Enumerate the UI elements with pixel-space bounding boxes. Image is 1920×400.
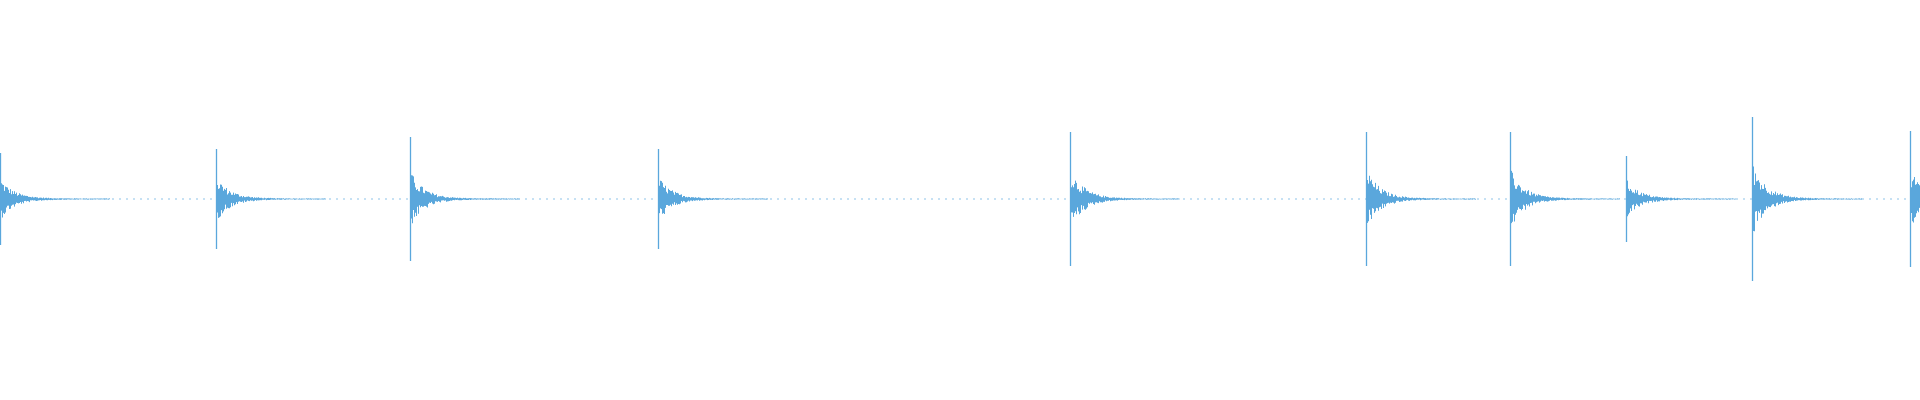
waveform-transient: [0, 153, 110, 245]
waveform-transient: [657, 149, 768, 249]
transient-decay: [1753, 166, 1862, 232]
transient-decay: [217, 184, 326, 218]
waveform-transient: [1069, 132, 1180, 266]
waveform-transient: [215, 149, 326, 249]
waveform-transient: [1365, 132, 1476, 266]
waveform-transient: [1625, 156, 1736, 242]
waveform-transient: [1751, 117, 1862, 281]
transient-decay: [1511, 170, 1620, 224]
transient-decay: [1, 183, 110, 218]
transient-decay: [1071, 180, 1180, 217]
transient-decay: [1367, 175, 1476, 223]
transient-decay: [1627, 180, 1736, 217]
transient-decay: [411, 175, 520, 224]
waveform-transient: [1909, 131, 1920, 267]
waveform-transient: [409, 137, 520, 261]
transient-decay: [659, 180, 768, 214]
transient-decay: [1911, 177, 1920, 223]
waveform-transient: [1509, 132, 1620, 266]
